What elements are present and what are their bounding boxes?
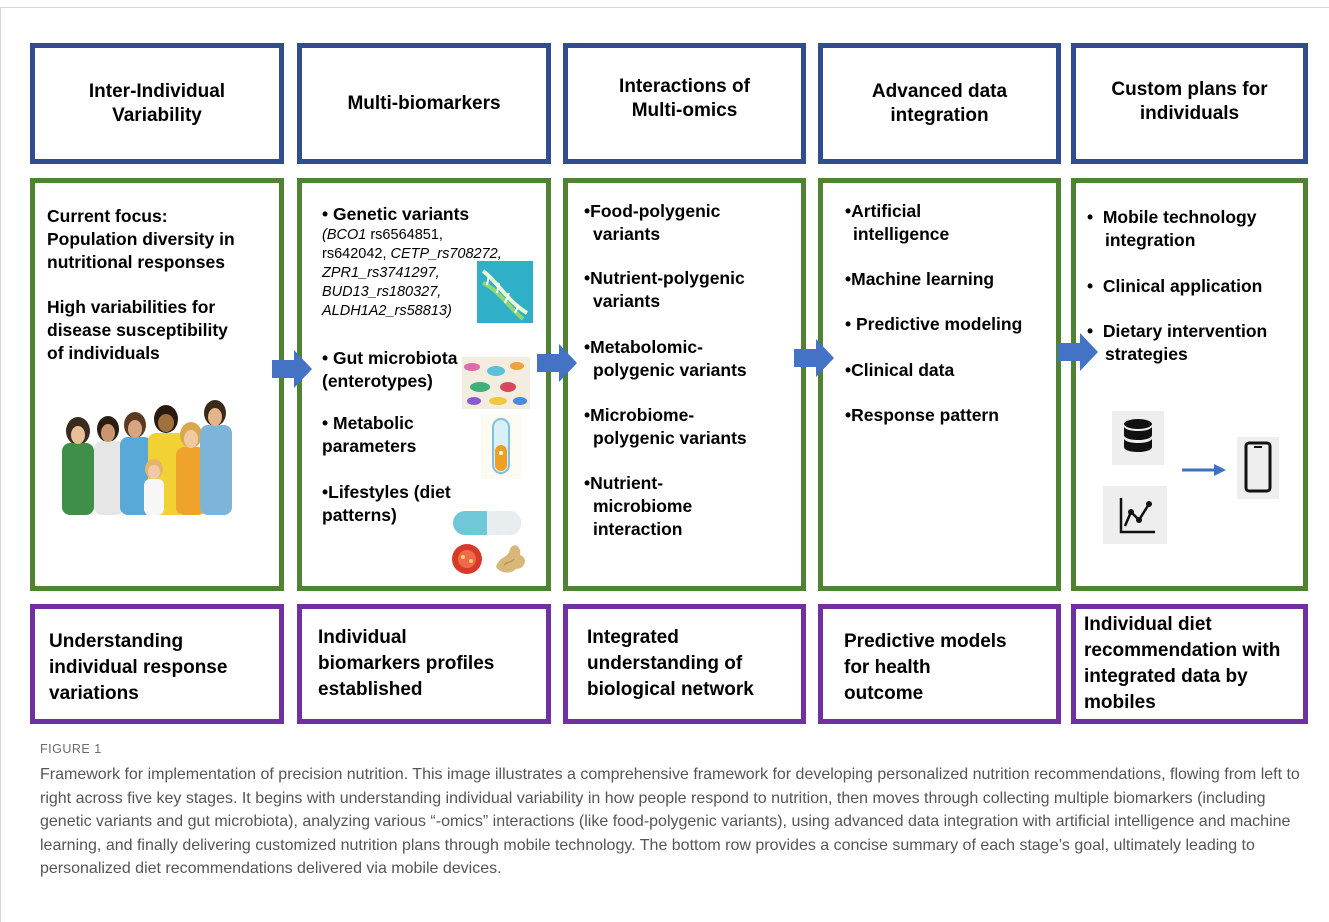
- people-photo: [62, 400, 232, 515]
- gene-list: (BCO1 rs6564851, rs642042, CETP_rs708272…: [322, 227, 502, 319]
- biomarker-gut-sub: (enterotypes): [322, 371, 433, 391]
- content-box-multiomics: •Food-polygenic variants •Nutrient-polyg…: [563, 178, 806, 591]
- variability-line: High variabilities for: [47, 297, 216, 317]
- variability-line: disease susceptibility: [47, 320, 228, 340]
- figure-frame-top: [0, 7, 1329, 8]
- omics-metabolomic: •Metabolomic-: [584, 337, 703, 357]
- omics-microbiome-sub: polygenic variants: [593, 428, 747, 448]
- microbiota-image: [462, 357, 530, 409]
- content-box-variability: Current focus: Population diversity in n…: [30, 178, 284, 591]
- biomarker-genetic: • Genetic variants: [322, 204, 470, 224]
- integration-ai-sub: intelligence: [853, 224, 950, 244]
- line-chart-icon: [1103, 486, 1167, 544]
- capsule-image: [453, 511, 521, 535]
- flow-arrow-3: [794, 339, 834, 377]
- integration-clinical: •Clinical data: [845, 360, 955, 380]
- flow-arrow-2: [537, 344, 577, 382]
- figure-label: FIGURE 1: [40, 742, 102, 756]
- tomato-image: [452, 544, 482, 574]
- plan-dietary-sub: strategies: [1105, 344, 1188, 364]
- biomarker-lifestyle-sub: patterns): [322, 505, 397, 525]
- dna-image: [477, 261, 533, 323]
- ginger-image: [496, 545, 525, 573]
- biomarker-lifestyle: •Lifestyles (diet: [322, 482, 451, 502]
- plan-clinical: • Clinical application: [1087, 276, 1263, 296]
- header-box-biomarkers: Multi-biomarkers: [297, 43, 551, 164]
- content-box-custom-plans: • Mobile technology integration • Clinic…: [1071, 178, 1308, 591]
- flow-arrow-4: [1058, 333, 1098, 371]
- omics-food: •Food-polygenic: [584, 201, 721, 221]
- omics-interaction: •Nutrient-: [584, 473, 664, 493]
- variability-line: nutritional responses: [47, 252, 225, 272]
- mobile-phone-icon: [1237, 437, 1279, 499]
- variability-line: Population diversity in: [47, 229, 235, 249]
- content-box-data-integration: •Artificial intelligence •Machine learni…: [818, 178, 1061, 591]
- biomarker-metabolic: • Metabolic: [322, 413, 414, 433]
- content-box-biomarkers: • Genetic variants (BCO1 rs6564851, rs64…: [297, 178, 551, 591]
- omics-metabolomic-sub: polygenic variants: [593, 360, 747, 380]
- biomarker-gut: • Gut microbiota: [322, 348, 458, 368]
- omics-microbiome: •Microbiome-: [584, 405, 695, 425]
- flow-arrow-1: [272, 350, 312, 388]
- integration-predictive: • Predictive modeling: [845, 314, 1023, 334]
- integration-ai: •Artificial: [845, 201, 922, 221]
- variability-line: Current focus:: [47, 206, 168, 226]
- plan-mobile: • Mobile technology: [1087, 207, 1257, 227]
- variability-line: of individuals: [47, 343, 160, 363]
- plan-mobile-sub: integration: [1105, 230, 1196, 250]
- omics-interaction-sub: microbiome: [593, 496, 693, 516]
- biomarker-metabolic-sub: parameters: [322, 436, 417, 456]
- figure-caption: Framework for implementation of precisio…: [40, 766, 1300, 877]
- test-tube-image: [481, 415, 521, 479]
- omics-nutrient-sub: variants: [593, 291, 661, 311]
- header-title: Multi-biomarkers: [347, 92, 501, 114]
- figure-frame-left: [0, 7, 1, 922]
- omics-interaction-sub: interaction: [593, 519, 683, 539]
- integration-response: •Response pattern: [845, 405, 999, 425]
- omics-nutrient: •Nutrient-polygenic: [584, 268, 745, 288]
- integration-ml: •Machine learning: [845, 269, 995, 289]
- arrow-right-icon: [1182, 464, 1226, 476]
- omics-food-sub: variants: [593, 224, 661, 244]
- database-icon: [1112, 411, 1164, 465]
- plan-dietary: • Dietary intervention: [1087, 321, 1268, 341]
